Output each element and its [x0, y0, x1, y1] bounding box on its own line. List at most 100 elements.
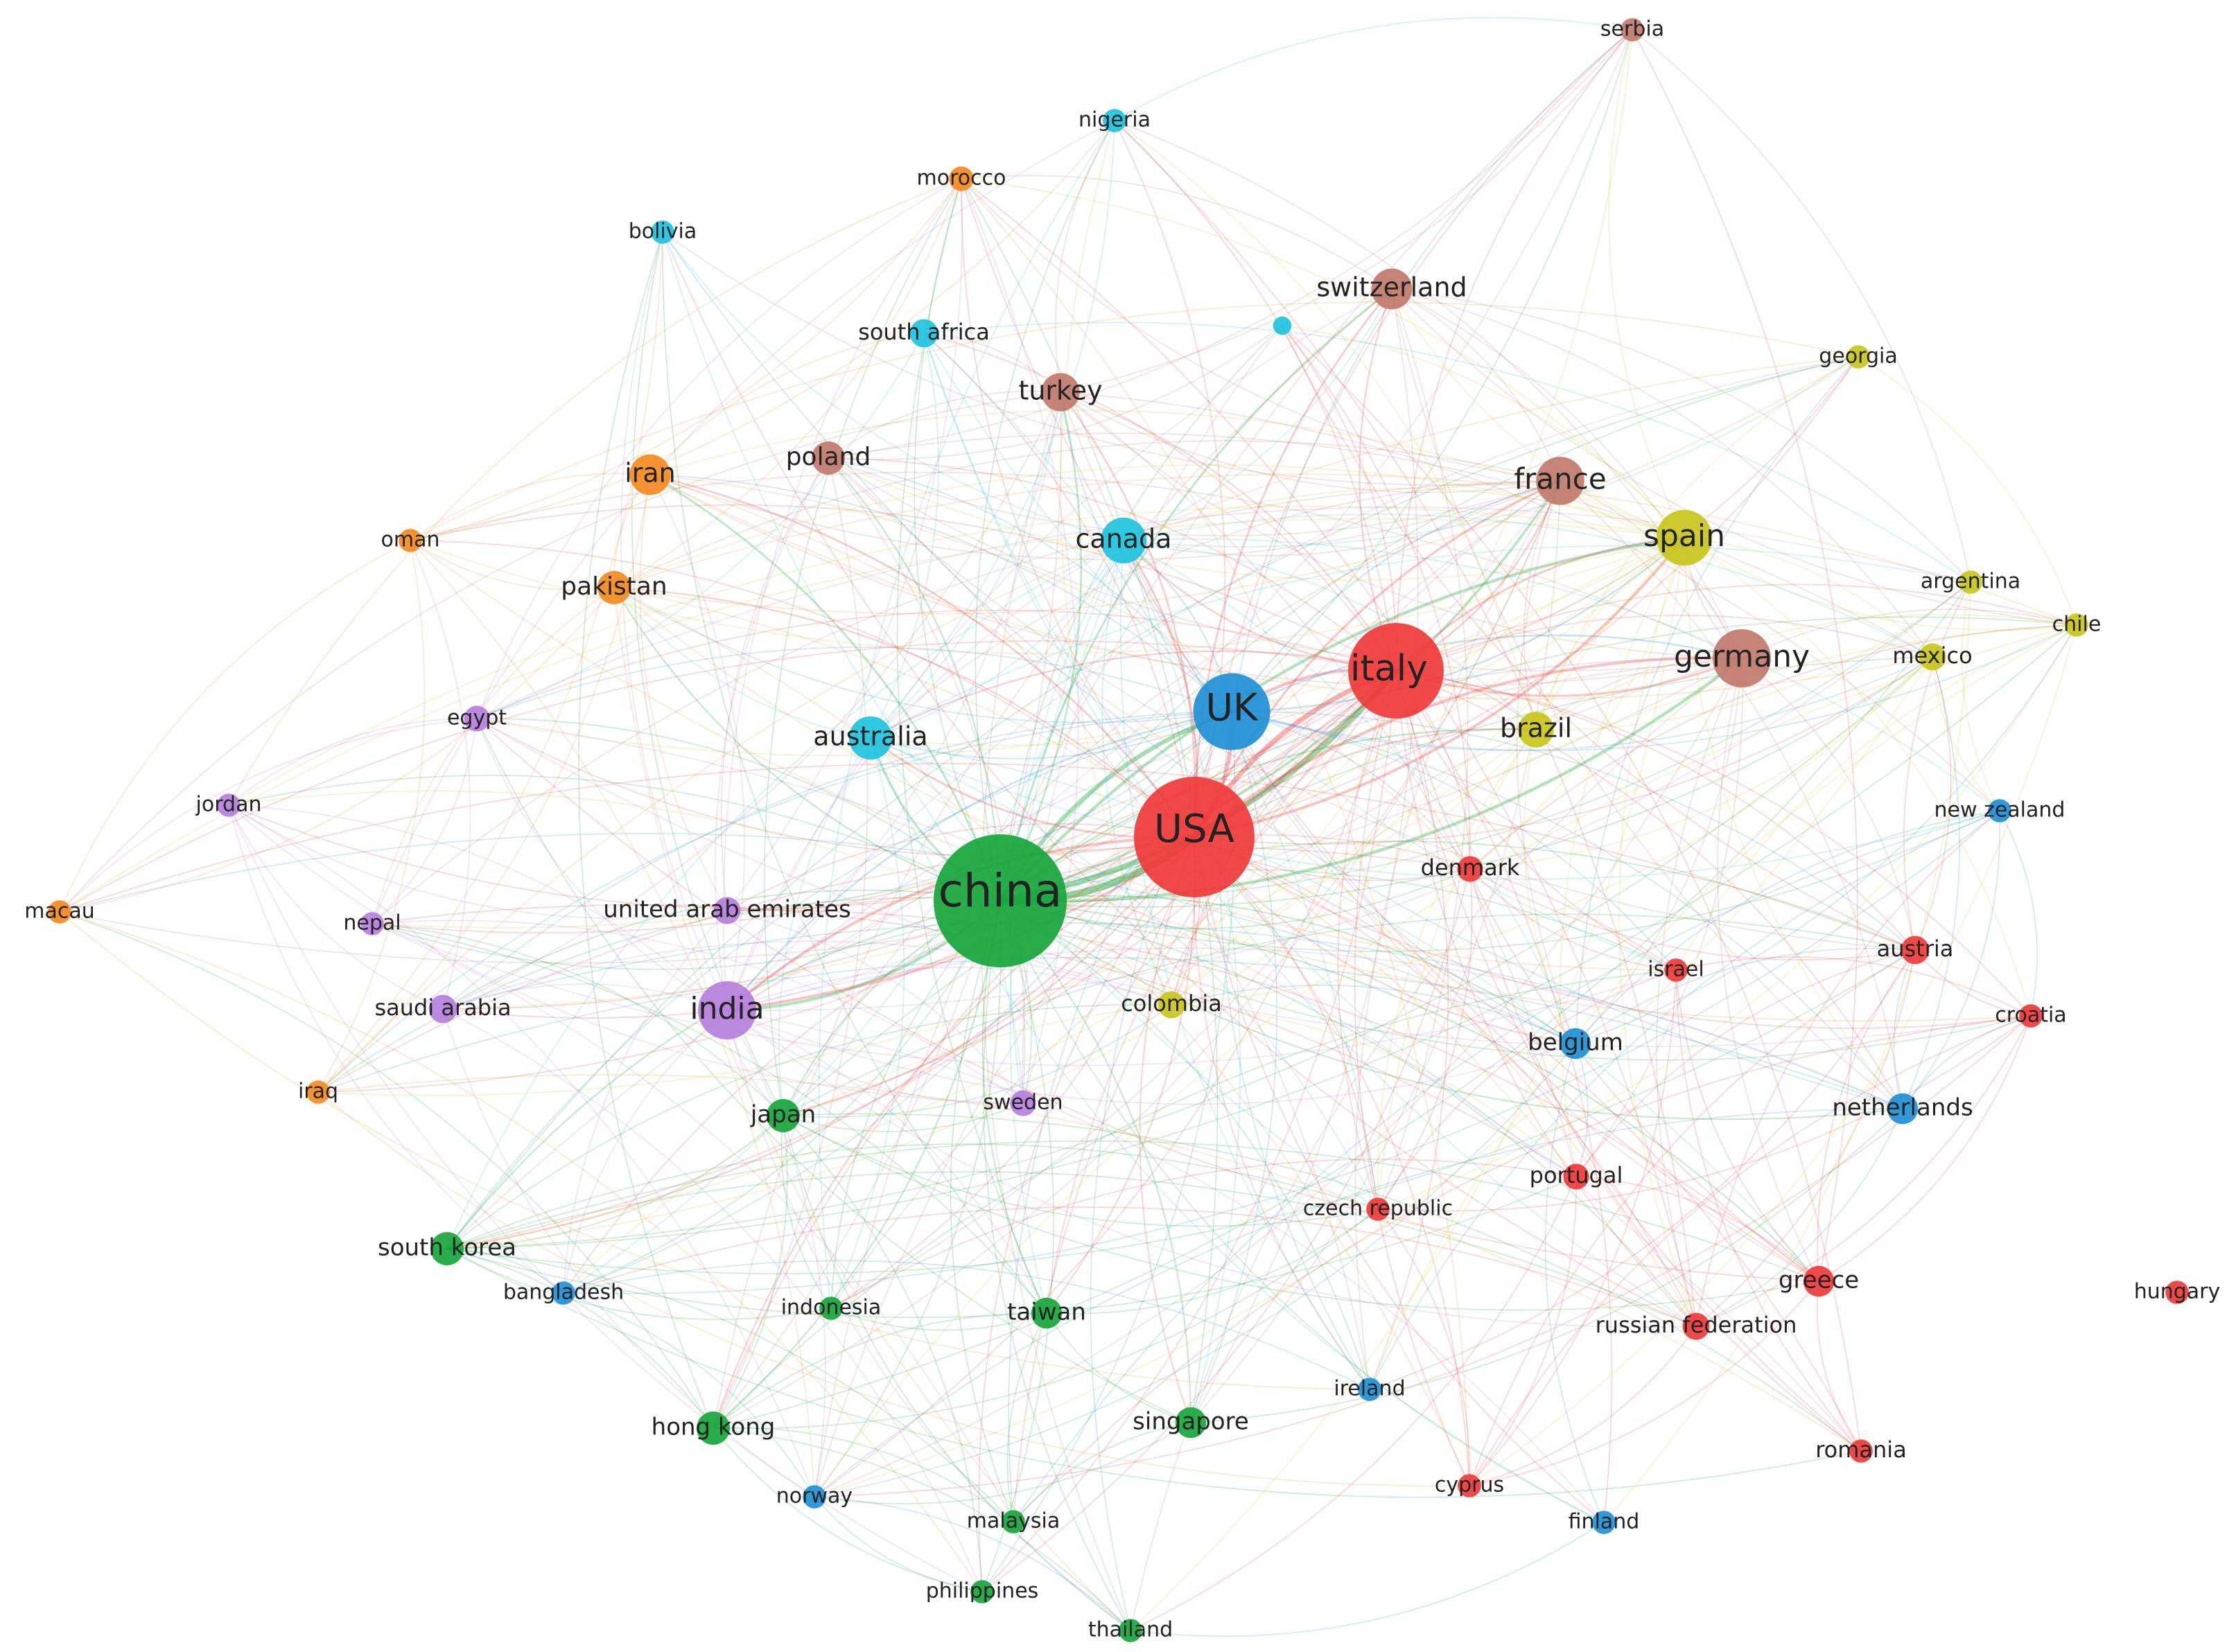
label-chile: chile [2052, 613, 2102, 637]
edge-austria-croatia [1914, 949, 2032, 1017]
edge-japan-nepal [372, 923, 784, 1116]
node-poland[interactable] [812, 441, 845, 475]
node-germany[interactable] [1713, 629, 1771, 687]
node-serbia[interactable] [1621, 18, 1644, 42]
node-uk[interactable] [1193, 673, 1270, 750]
edge-denmark-chile [1469, 624, 2077, 870]
node-south-africa[interactable] [909, 319, 938, 348]
edge-italy-colombia [1171, 670, 1397, 1005]
node-austria[interactable] [1901, 935, 1930, 965]
node-portugal[interactable] [1563, 1163, 1589, 1190]
node-thailand[interactable] [1119, 1619, 1142, 1642]
node-russian-federation[interactable] [1682, 1312, 1710, 1340]
edge-austria-unlabeled_cyan [1282, 325, 1916, 951]
node-argentina[interactable] [1959, 570, 1982, 594]
edge-russian_federation-new_zealand [1695, 810, 2000, 1327]
node-norway[interactable] [803, 1485, 826, 1509]
edge-pakistan-nepal [372, 587, 615, 924]
node-croatia[interactable] [2019, 1004, 2043, 1028]
node-romania[interactable] [1849, 1439, 1873, 1463]
node-finland[interactable] [1592, 1511, 1616, 1534]
node-hong-kong[interactable] [697, 1412, 730, 1445]
node-ireland[interactable] [1358, 1378, 1381, 1401]
node-canada[interactable] [1101, 518, 1146, 563]
edge-italy-hong_kong [713, 670, 1397, 1429]
network-edges [59, 17, 2077, 1637]
node-australia[interactable] [848, 716, 893, 760]
edge-india-argentina [726, 581, 1971, 1012]
edge-oman-norway [410, 540, 815, 1497]
node-colombia[interactable] [1158, 991, 1185, 1019]
node-hungary[interactable] [2165, 1281, 2189, 1304]
node-sweden[interactable] [1010, 1090, 1036, 1116]
edge-australia-japan [778, 737, 871, 1116]
label-czech-republic: czech republic [1303, 1197, 1453, 1221]
edge-italy-austria [1395, 670, 1916, 951]
node-turkey[interactable] [1041, 373, 1080, 412]
node-united-arab-emirates[interactable] [713, 897, 741, 924]
node-denmark[interactable] [1457, 856, 1483, 882]
node-oman[interactable] [399, 529, 422, 552]
node-iran[interactable] [629, 454, 671, 495]
node-bangladesh[interactable] [552, 1281, 575, 1305]
node-bolivia[interactable] [651, 220, 674, 244]
node-indonesia[interactable] [819, 1297, 843, 1320]
edge-colombia-chile [1171, 624, 2077, 1005]
node-greece[interactable] [1803, 1265, 1835, 1297]
node-saudi-arabia[interactable] [428, 994, 457, 1023]
edge-united_arab_emirates-bangladesh [563, 910, 728, 1294]
edge-croatia-cyprus [1469, 1015, 2032, 1486]
edge-romania-unlabeled_cyan [1282, 325, 1862, 1452]
node-france[interactable] [1536, 457, 1584, 505]
edge-austria-argentina [1903, 581, 1971, 951]
edge-greece-cyprus [1469, 1281, 1819, 1486]
node-israel[interactable] [1664, 958, 1688, 982]
edge-china-croatia [999, 900, 2032, 1061]
edge-iraq-romania [317, 1074, 1862, 1452]
edge-nepal-nigeria [372, 120, 1115, 924]
node-egypt[interactable] [464, 705, 490, 732]
edge-saudi_arabia-jordan [228, 805, 444, 1010]
node-philippines[interactable] [970, 1580, 994, 1603]
node-new-zealand[interactable] [1988, 799, 2011, 823]
node-india[interactable] [698, 981, 756, 1039]
edge-india-bolivia [620, 231, 728, 1011]
node-pakistan[interactable] [597, 571, 631, 604]
edge-iran-south_africa [649, 333, 925, 475]
label-switzerland: switzerland [1316, 272, 1467, 303]
node-italy[interactable] [1348, 623, 1444, 719]
node-usa[interactable] [1134, 777, 1255, 897]
edge-saudi_arabia-philippines [442, 1008, 983, 1592]
node-switzerland[interactable] [1371, 268, 1413, 310]
edge-germany-turkey [1060, 392, 1742, 659]
node-china[interactable] [934, 834, 1067, 967]
node-morocco[interactable] [949, 166, 974, 191]
node-belgium[interactable] [1560, 1028, 1591, 1060]
node-georgia[interactable] [1846, 345, 1870, 369]
node-cyprus[interactable] [1458, 1474, 1481, 1497]
node-taiwan[interactable] [1031, 1297, 1063, 1329]
edge-israel-czech_republic [1377, 969, 1677, 1210]
edge-south_korea-austria [446, 949, 1916, 1274]
node-jordan[interactable] [217, 793, 241, 817]
edge-china-turkey [999, 391, 1083, 902]
node-chile[interactable] [2065, 613, 2088, 637]
node-mexico[interactable] [1919, 643, 1946, 671]
node-brazil[interactable] [1518, 712, 1554, 748]
node-singapore[interactable] [1175, 1407, 1207, 1439]
edge-usa-ireland [1193, 836, 1370, 1390]
node-nepal[interactable] [360, 912, 384, 935]
node-japan[interactable] [767, 1099, 800, 1132]
node-iraq[interactable] [306, 1080, 330, 1104]
node-netherlands[interactable] [1887, 1093, 1919, 1125]
node-macau[interactable] [48, 900, 71, 924]
edge-usa-south_korea [446, 836, 1195, 1249]
edge-china-israel [999, 869, 1677, 971]
node-south-korea[interactable] [430, 1232, 464, 1265]
node-spain[interactable] [1656, 509, 1713, 566]
node-czech-republic[interactable] [1366, 1197, 1390, 1221]
node-malaysia[interactable] [1002, 1510, 1025, 1534]
edge-italy-nigeria [1114, 120, 1397, 671]
node-nigeria[interactable] [1103, 109, 1126, 132]
node-unlabeled-cyan[interactable] [1273, 316, 1292, 335]
